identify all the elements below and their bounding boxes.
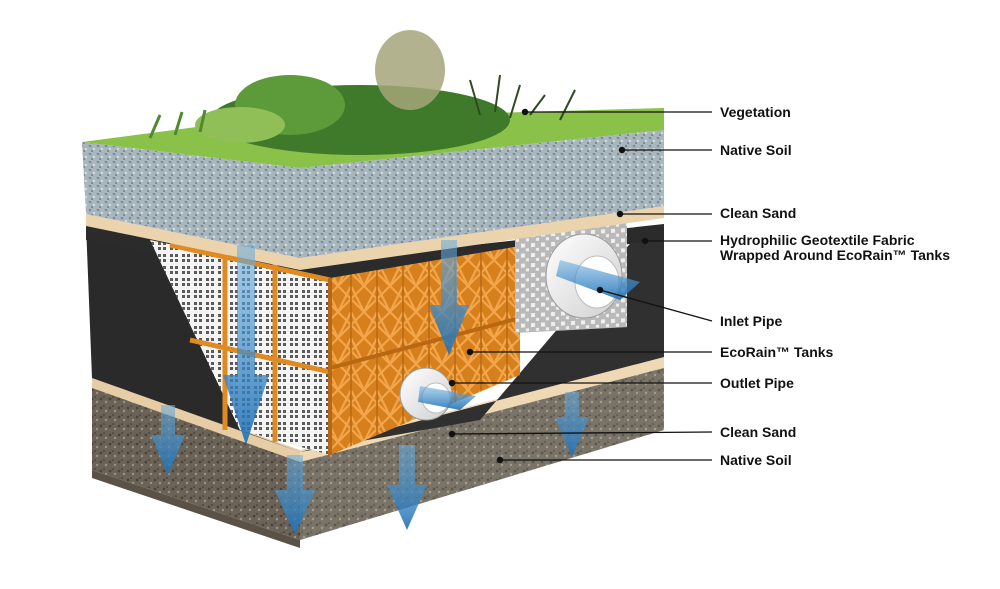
native-soil-top-layer	[82, 130, 664, 258]
leader-lines	[448, 108, 713, 464]
outlet-flow-arrow	[418, 386, 476, 410]
flow-arrow	[555, 392, 589, 457]
label-native-soil-bottom: Native Soil	[720, 452, 792, 468]
flow-arrow	[275, 455, 315, 535]
label-geotextile-line2: Wrapped Around EcoRain™ Tanks	[720, 247, 950, 263]
flow-arrow	[151, 405, 185, 475]
inlet-flow-arrow	[556, 260, 640, 300]
leader-line-clean-sand-bottom	[448, 430, 713, 438]
label-inlet-pipe: Inlet Pipe	[720, 313, 783, 329]
label-ecorain-tanks: EcoRain™ Tanks	[720, 344, 834, 360]
clean-sand-top-layer	[86, 206, 664, 270]
flow-arrow	[223, 245, 269, 445]
label-vegetation: Vegetation	[720, 104, 791, 120]
outlet-pipe	[399, 367, 476, 421]
flow-arrow	[387, 445, 427, 530]
label-clean-sand-bottom: Clean Sand	[720, 424, 797, 440]
label-geotextile-line1: Hydrophilic Geotextile Fabric	[720, 232, 915, 248]
water-flow-arrows	[151, 240, 589, 535]
flow-arrow	[429, 240, 469, 355]
label-native-soil-top: Native Soil	[720, 142, 792, 158]
leader-line-inlet-pipe	[596, 286, 713, 322]
label-outlet-pipe: Outlet Pipe	[720, 375, 794, 391]
inlet-pipe	[545, 233, 640, 319]
vegetation-layer	[82, 30, 664, 168]
label-clean-sand-top: Clean Sand	[720, 205, 797, 221]
